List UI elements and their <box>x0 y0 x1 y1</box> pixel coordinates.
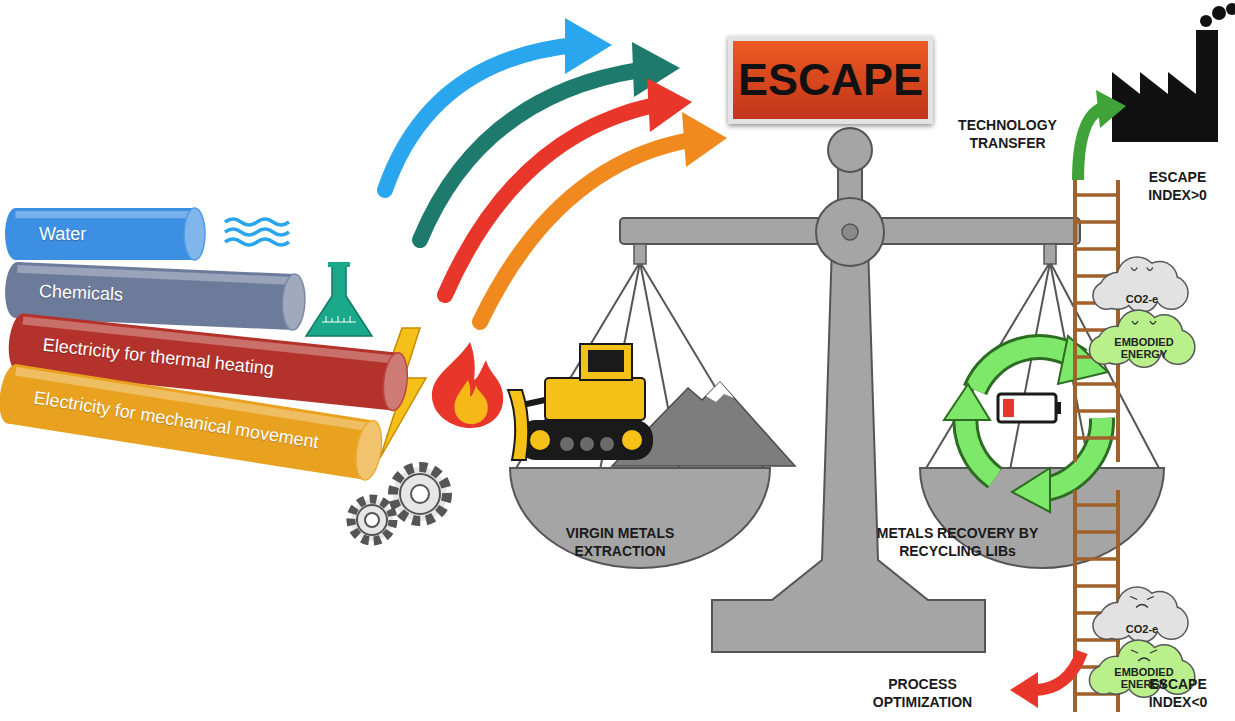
cloud-eyebrow <box>1130 597 1137 600</box>
cloud-fill <box>1156 277 1188 309</box>
title-sign: ESCAPE <box>728 36 933 124</box>
cloud-eyebrow <box>1150 650 1157 653</box>
recycle-arrow-head <box>944 384 990 420</box>
fire-icon <box>432 342 503 428</box>
transfer-arrow-head <box>1096 90 1126 128</box>
blue-arrow-head <box>565 18 612 74</box>
cloud-label: EMBODIED ENERGY <box>1109 336 1179 368</box>
factory-icon <box>1112 30 1218 142</box>
cloud-frown <box>1138 658 1150 661</box>
left-pan <box>510 468 770 568</box>
gear-icon <box>400 474 440 514</box>
optimization-arrow <box>1034 652 1082 690</box>
bulldozer-cab <box>580 344 632 380</box>
beaker-rim <box>328 262 350 267</box>
factory-smoke <box>1212 6 1226 20</box>
recycle-arrow <box>965 412 995 478</box>
caption-label: ESCAPE INDEX>0 <box>1130 168 1225 204</box>
bulldozer-wheel <box>621 429 643 451</box>
battery-terminal <box>1056 402 1061 414</box>
beaker-icon <box>306 266 372 336</box>
cylinder-shape <box>5 208 205 260</box>
bulldozer-window <box>588 350 624 372</box>
gear-icon <box>357 505 387 535</box>
caption-label: TECHNOLOGY TRANSFER <box>940 116 1075 152</box>
optimization-arrow-head <box>1010 672 1038 708</box>
cloud-eyebrow <box>1147 597 1154 600</box>
water-wave <box>225 239 289 245</box>
bulldozer-wheel <box>600 437 614 451</box>
cloud-fill <box>1090 667 1117 694</box>
ladder-lower <box>1075 490 1118 712</box>
ladder-rungs <box>1075 195 1118 438</box>
factory-smoke <box>1200 15 1212 27</box>
gear-hub <box>365 513 379 527</box>
cylinder-face <box>281 274 306 331</box>
bulldozer-wheel <box>560 437 574 451</box>
pan-string <box>1010 262 1050 470</box>
indicator-cloud: CO2-e <box>1093 255 1191 313</box>
cloud-fill <box>1094 613 1120 639</box>
cylinder-face <box>184 208 205 260</box>
bulldozer-blade <box>508 390 528 460</box>
cloud-eye <box>1150 321 1156 324</box>
beam-hook <box>634 244 646 264</box>
blue-arrow <box>385 45 575 190</box>
lightning-bolt <box>378 328 426 458</box>
caption-label: METALS RECOVERY BY RECYCLING LIBs <box>850 524 1065 560</box>
ladder-upper <box>1075 180 1118 462</box>
bulldozer-wheel <box>580 437 594 451</box>
gear-icon <box>351 499 393 541</box>
caption-label: PROCESS OPTIMIZATION <box>860 675 985 711</box>
cloud-eyebrow <box>1131 650 1138 653</box>
resource-cylinder: Water <box>5 208 205 260</box>
teal-arrow <box>420 70 640 240</box>
gear-icon <box>393 467 447 521</box>
cloud-frown <box>1136 605 1148 608</box>
cloud-eye <box>1132 321 1138 324</box>
indicator-cloud: CO2-e <box>1093 585 1191 643</box>
battery-icon <box>998 394 1056 422</box>
resource-label: Water <box>5 224 86 245</box>
cloud-fill <box>1090 337 1117 364</box>
sign-title: ESCAPE <box>738 54 923 106</box>
fire-core <box>454 380 487 424</box>
cloud-eye <box>1131 268 1137 271</box>
recycle-arrow-head <box>1012 468 1050 512</box>
gear-hub <box>411 485 429 503</box>
red-arrow <box>445 105 655 295</box>
caption-label: VIRGIN METALS EXTRACTION <box>545 524 695 560</box>
cloud-fill <box>1094 283 1120 309</box>
indicator-cloud: EMBODIED ENERGY <box>1088 308 1200 368</box>
bulldozer-body <box>545 378 645 420</box>
caption-label: ESCAPE INDEX<0 <box>1128 675 1228 711</box>
cylinder-highlight <box>15 211 194 218</box>
scale-pivot <box>816 198 884 266</box>
cloud-fill <box>1156 607 1188 639</box>
beam-hook <box>1044 244 1056 264</box>
battery-charge <box>1003 399 1014 417</box>
factory-smoke <box>1226 3 1235 15</box>
orange-arrow-head <box>682 112 727 167</box>
transfer-arrow <box>1078 108 1102 180</box>
beaker-scale <box>322 316 356 322</box>
water-wave <box>225 219 289 225</box>
scale-pivot-pin <box>842 224 858 240</box>
scale-knob <box>828 128 872 172</box>
cylinder-face <box>352 419 385 482</box>
recycle-arrow-outline <box>965 412 995 478</box>
cylinder-face <box>381 352 410 412</box>
water-wave <box>225 229 289 235</box>
bulldozer-track <box>518 420 653 460</box>
bulldozer-wheel <box>529 429 551 451</box>
mountain-snow <box>706 382 734 402</box>
cloud-eye <box>1147 268 1153 271</box>
